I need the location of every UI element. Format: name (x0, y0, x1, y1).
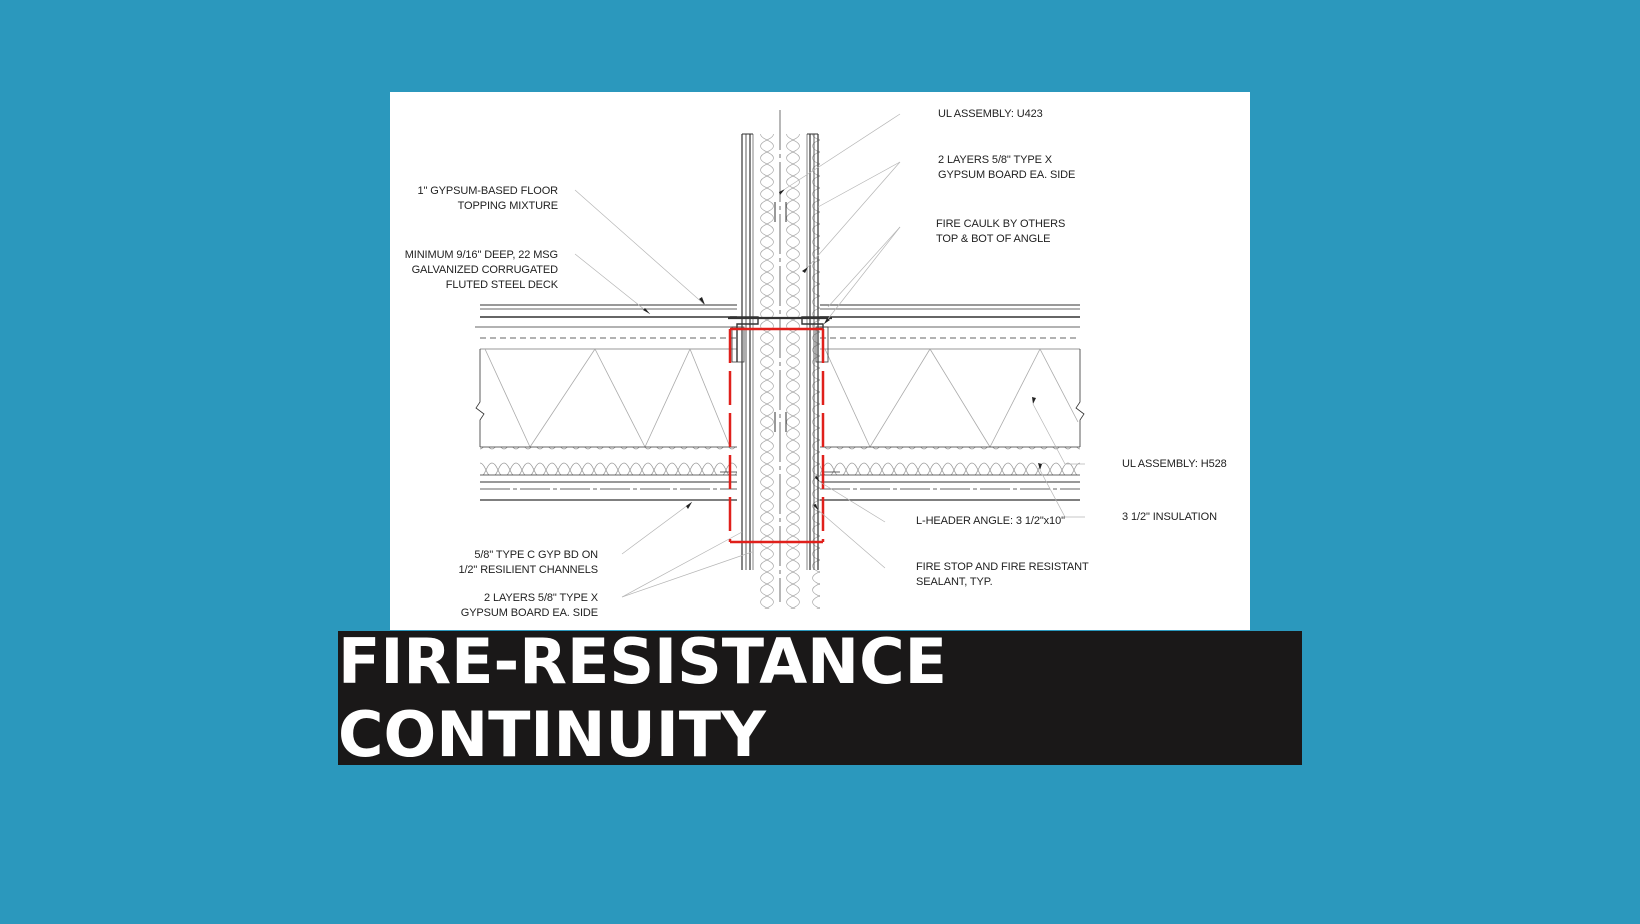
callout-line: 1/2" RESILIENT CHANNELS (458, 564, 598, 576)
callout-line: MINIMUM 9/16" DEEP, 22 MSG (404, 249, 558, 261)
callout-line: SEALANT, TYP. (916, 576, 993, 588)
highlight-box (728, 327, 825, 544)
callout-line: FIRE CAULK BY OTHERS (936, 218, 1066, 230)
callout-line: TOPPING MIXTURE (457, 200, 558, 212)
callout-floor-topping: 1" GYPSUM-BASED FLOOR TOPPING MIXTURE (417, 184, 558, 214)
wall-assembly (720, 110, 840, 609)
callout-ul-wall: UL ASSEMBLY: U423 (938, 107, 1043, 122)
callout-wall-board-bottom: 2 LAYERS 5/8" TYPE X GYPSUM BOARD EA. SI… (461, 591, 598, 621)
callout-insulation: 3 1/2" INSULATION (1122, 510, 1217, 525)
callout-line: TOP & BOT OF ANGLE (936, 233, 1051, 245)
callout-wall-board-top: 2 LAYERS 5/8" TYPE X GYPSUM BOARD EA. SI… (938, 153, 1075, 183)
wall-floor-section (475, 110, 1085, 609)
callout-l-header: L-HEADER ANGLE: 3 1/2"x10" (916, 514, 1065, 529)
callout-line: GYPSUM BOARD EA. SIDE (460, 607, 598, 619)
callout-line: 2 LAYERS 5/8" TYPE X (938, 154, 1052, 166)
callout-line: GYPSUM BOARD EA. SIDE (938, 169, 1076, 181)
floor-assembly-left (475, 304, 737, 501)
callout-line: 5/8" TYPE C GYP BD ON (474, 549, 598, 561)
floor-assembly-right (820, 304, 1085, 501)
callout-line: GALVANIZED CORRUGATED (411, 264, 559, 276)
detail-drawing: 1" GYPSUM-BASED FLOOR TOPPING MIXTURE MI… (390, 92, 1250, 630)
callout-line: FLUTED STEEL DECK (445, 279, 558, 291)
callout-line: UL ASSEMBLY: U423 (938, 108, 1043, 120)
callout-line: 1" GYPSUM-BASED FLOOR (417, 185, 558, 197)
callout-line: UL ASSEMBLY: H528 (1122, 458, 1227, 470)
callout-line: FIRE STOP AND FIRE RESISTANT (916, 561, 1089, 573)
leader-arrows (643, 189, 1042, 510)
page-title: FIRE-RESISTANCE CONTINUITY (338, 625, 947, 771)
callout-fire-stop: FIRE STOP AND FIRE RESISTANT SEALANT, TY… (916, 560, 1089, 590)
callout-line: 3 1/2" INSULATION (1122, 511, 1217, 523)
callout-steel-deck: MINIMUM 9/16" DEEP, 22 MSG GALVANIZED CO… (405, 248, 558, 293)
callout-ceiling-board: 5/8" TYPE C GYP BD ON 1/2" RESILIENT CHA… (458, 548, 598, 578)
title-banner: FIRE-RESISTANCE CONTINUITY (338, 625, 1302, 771)
callout-fire-caulk: FIRE CAULK BY OTHERS TOP & BOT OF ANGLE (936, 217, 1065, 247)
callout-ul-floor: UL ASSEMBLY: H528 (1122, 457, 1227, 472)
callout-line: 2 LAYERS 5/8" TYPE X (484, 592, 598, 604)
callout-line: L-HEADER ANGLE: 3 1/2"x10" (916, 515, 1065, 527)
leader-lines (574, 113, 1085, 598)
